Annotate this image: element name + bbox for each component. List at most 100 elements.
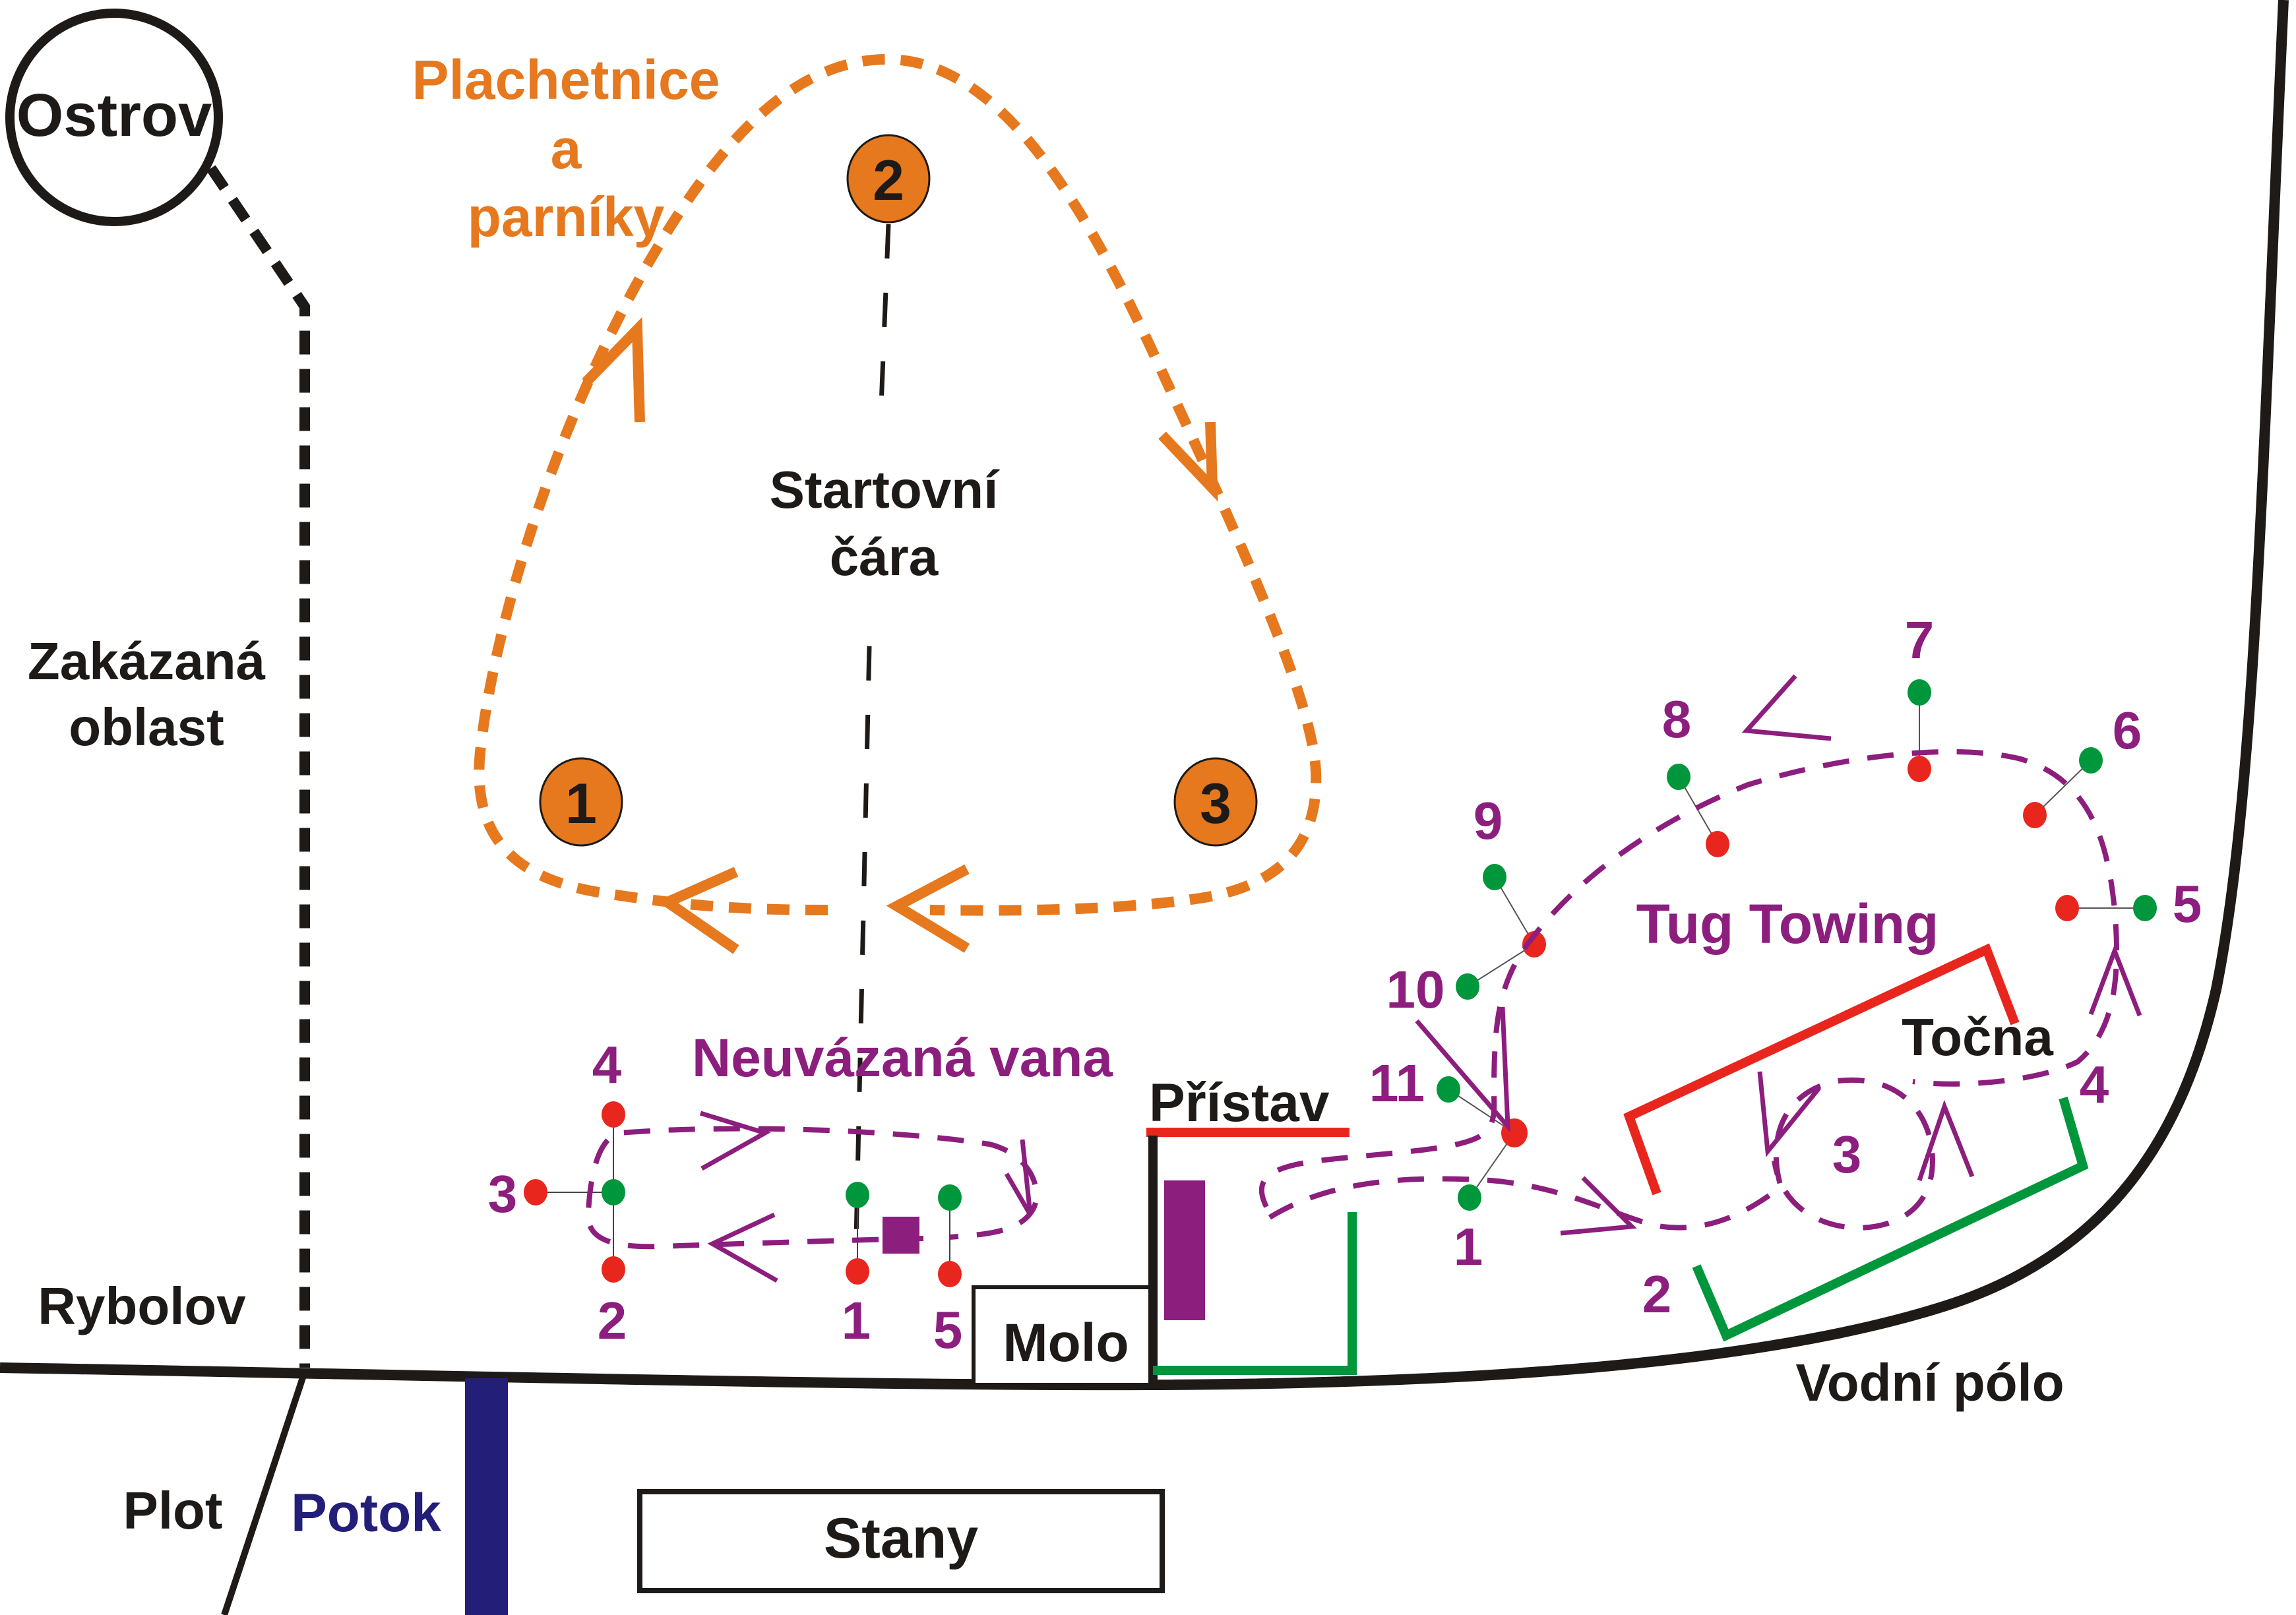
tug-buoy-red — [2055, 895, 2079, 921]
island-circle — [5, 9, 223, 226]
tub-buoy-red — [602, 1256, 625, 1283]
tub-buoy-red — [846, 1258, 869, 1285]
forbidden-zone-label-2: oblast — [69, 698, 224, 756]
tug-gate-label-6: 6 — [2113, 701, 2142, 760]
harbor-green-line — [1153, 1212, 1357, 1375]
turntable-label: Točna — [1902, 1008, 2053, 1066]
tug-gate-label-4: 4 — [2080, 1055, 2109, 1114]
turntable-red-line — [1623, 943, 2020, 1196]
buoy-1-number: 1 — [565, 772, 597, 836]
tub-buoy-green — [846, 1182, 869, 1208]
tug-turntable-arrow-up-icon — [1917, 1099, 1975, 1182]
tug-gate-label-3: 3 — [1832, 1125, 1862, 1184]
sailing-label-3: parníky — [468, 186, 665, 248]
tug-arrow-down-left-icon — [1415, 1006, 1510, 1133]
island: Ostrov — [5, 9, 223, 226]
tug-buoy-red — [1908, 756, 1931, 782]
tug-buoy-green — [1667, 764, 1691, 790]
stream-label: Potok — [291, 1483, 441, 1543]
stream — [465, 1378, 508, 1615]
unmoored-tub-course: Neuvázaná vana 4 3 2 1 5 — [488, 1028, 1114, 1359]
buoy-3-marker — [1173, 757, 1258, 847]
tug-turntable-arrow-down-icon — [1757, 1071, 1821, 1157]
harbor-label: Přístav — [1149, 1073, 1330, 1133]
unmoored-tub-label: Neuvázaná vana — [692, 1028, 1113, 1088]
tug-buoy-green — [2133, 895, 2157, 921]
tug-gate-label-5: 5 — [2173, 874, 2202, 933]
harbor: Přístav — [1146, 1073, 1357, 1385]
harbor-boat — [1164, 1180, 1205, 1320]
island-label: Ostrov — [16, 82, 212, 149]
turntable-green-line — [1692, 1097, 2089, 1342]
tub-arrow-down-icon — [1004, 1139, 1033, 1216]
tub-buoy-red — [602, 1101, 625, 1128]
sailing-course: Plachetnice a parníky 1 2 3 — [412, 49, 1322, 954]
fence-label: Plot — [123, 1481, 222, 1540]
sailing-arrow-left-2-icon — [886, 864, 970, 953]
start-line-label-1: Startovní — [770, 460, 1000, 519]
gate-line — [1467, 944, 1535, 987]
tents-area — [637, 1489, 1165, 1593]
forbidden-zone-label-1: Zakázaná — [28, 632, 266, 690]
fence-line — [221, 1370, 308, 1615]
tug-gate-label-10: 10 — [1386, 960, 1445, 1019]
tub-gate-label-2: 2 — [598, 1291, 627, 1350]
sailing-buoy-1: 1 — [539, 757, 623, 847]
tug-buoy-green — [1456, 973, 1479, 1000]
start-line-label-2: čára — [830, 528, 939, 586]
sailing-route — [474, 53, 1322, 916]
tug-buoy-red — [1706, 831, 1729, 857]
shoreline — [0, 0, 2289, 1391]
forbidden-zone-boundary — [206, 165, 310, 1368]
tents-label: Stany — [824, 1507, 978, 1570]
buoy-3-number: 3 — [1200, 772, 1231, 836]
tug-gate-label-11: 11 — [1369, 1054, 1425, 1112]
tug-gates — [1437, 679, 2157, 1211]
tub-gate-label-3: 3 — [488, 1165, 518, 1223]
pier-label: Molo — [1003, 1313, 1129, 1373]
tug-buoy-green — [1437, 1076, 1460, 1103]
tug-towing-label: Tug Towing — [1636, 893, 1939, 955]
sailing-label-1: Plachetnice — [412, 49, 720, 111]
sailing-arrow-left-1-icon — [656, 867, 739, 954]
tug-buoy-red — [1522, 931, 1546, 958]
tub-route — [585, 1126, 1039, 1250]
gate-line — [2034, 760, 2092, 816]
water-polo-label: Vodní pólo — [1795, 1353, 2064, 1412]
tug-gate-label-1: 1 — [1454, 1217, 1483, 1276]
tug-buoy-green — [1908, 679, 1931, 706]
start-line-upper — [878, 224, 891, 423]
tug-gate-label-7: 7 — [1905, 611, 1935, 669]
tug-buoy-green — [2079, 747, 2103, 774]
sailing-buoy-2: 2 — [846, 134, 931, 224]
tub-arrow-left-icon — [707, 1212, 778, 1283]
sailing-arrow-up-icon — [582, 317, 645, 423]
tug-arrow-left-icon — [1741, 674, 1832, 741]
tub-gate-label-1: 1 — [842, 1291, 871, 1350]
sailing-buoy-3: 3 — [1173, 757, 1258, 847]
buoy-2-marker — [846, 134, 931, 224]
tug-gate-label-8: 8 — [1662, 690, 1692, 748]
tub-buoy-green — [938, 1184, 962, 1211]
tug-arrow-up-icon — [2088, 944, 2142, 1017]
sailing-label-2: a — [551, 118, 582, 180]
gate-line — [1678, 776, 1718, 845]
start-line-lower — [853, 646, 872, 1240]
tug-buoy-red — [2023, 802, 2047, 828]
buoy-2-number: 2 — [873, 149, 904, 212]
tub-buoy-red — [938, 1261, 962, 1287]
tub-gate-label-5: 5 — [933, 1300, 963, 1359]
tub-start-marker — [883, 1217, 919, 1254]
tug-arrow-right-icon — [1560, 1176, 1637, 1236]
tug-route-lower — [1268, 1077, 1936, 1231]
tub-buoy-green — [602, 1179, 625, 1205]
tub-gate-label-4: 4 — [592, 1035, 622, 1094]
tug-gate-label-2: 2 — [1642, 1265, 1672, 1324]
sailing-arrow-down-icon — [1158, 421, 1218, 502]
tub-buoy-red — [524, 1179, 547, 1205]
tug-buoy-green — [1483, 864, 1506, 890]
tub-arrow-right-icon — [699, 1111, 771, 1171]
buoy-1-marker — [539, 757, 623, 847]
gate-line — [1494, 876, 1535, 945]
